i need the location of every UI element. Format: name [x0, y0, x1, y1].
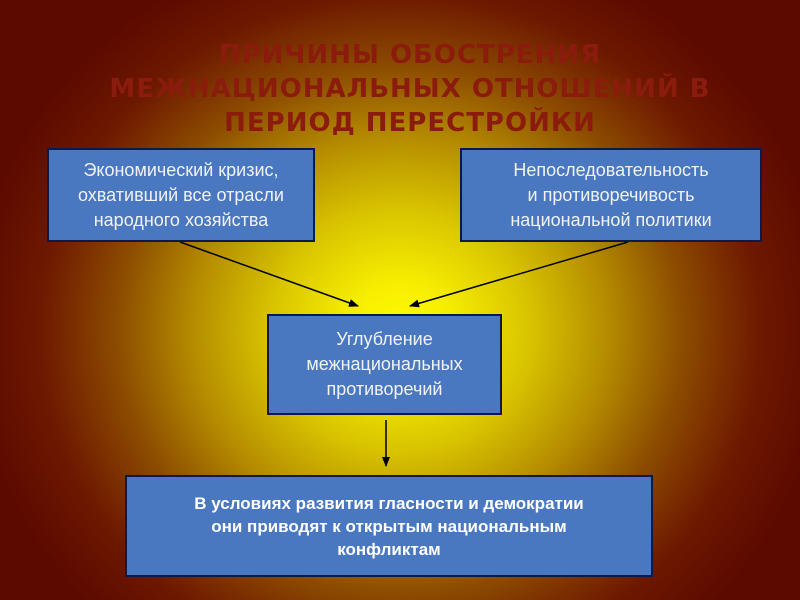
cause-policy-box: Непоследовательность и противоречивость …: [460, 148, 762, 242]
conclusion-line-2: они приводят к открытым национальным: [211, 516, 567, 536]
cause-policy-line-1: Непоследовательность: [513, 159, 709, 180]
cause-policy-line-3: национальной политики: [510, 209, 712, 230]
conclusion-line-1: В условиях развития гласности и демократ…: [194, 493, 584, 513]
title-line-1: ПРИЧИНЫ ОБОСТРЕНИЯ: [218, 40, 602, 70]
result-contradictions-line-1: Углубление: [336, 329, 433, 349]
result-contradictions-line-3: противоречий: [326, 379, 443, 399]
conclusion-line-3: конфликтам: [337, 539, 441, 559]
result-contradictions-line-2: межнациональных: [306, 354, 463, 374]
result-contradictions-box: Углубление межнациональных противоречий: [267, 314, 502, 415]
cause-economic-line-3: народного хозяйства: [93, 209, 269, 230]
cause-policy-line-2: и противоречивость: [527, 184, 695, 205]
cause-economic-line-2: охвативший все отрасли: [77, 184, 284, 205]
arrow-policy-to-contradictions: [409, 241, 629, 308]
cause-economic-box: Экономический кризис, охвативший все отр…: [47, 148, 315, 242]
slide-title: ПРИЧИНЫ ОБОСТРЕНИЯ МЕЖНАЦИОНАЛЬНЫХ ОТНОШ…: [60, 38, 760, 140]
cause-economic-line-1: Экономический кризис,: [83, 159, 279, 180]
title-line-2: МЕЖНАЦИОНАЛЬНЫХ ОТНОШЕНИЙ В: [109, 74, 711, 104]
conclusion-box: В условиях развития гласности и демократ…: [125, 475, 653, 577]
arrow-economic-to-contradictions: [179, 241, 359, 307]
title-line-3: ПЕРИОД ПЕРЕСТРОЙКИ: [224, 108, 596, 138]
